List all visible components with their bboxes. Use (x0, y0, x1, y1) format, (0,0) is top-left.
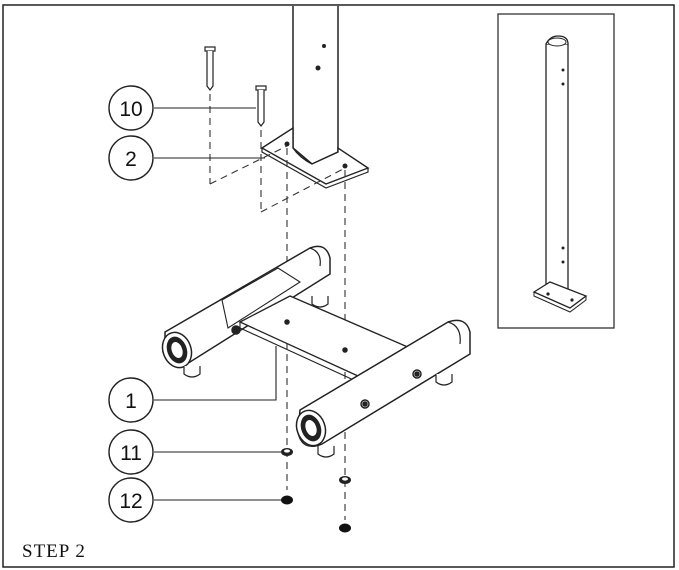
nut-12-left (281, 495, 293, 505)
washer-11-right (339, 476, 351, 484)
callout-part-11: 11 (108, 429, 154, 475)
callout-part-2: 2 (108, 135, 154, 181)
callout-part-12: 12 (108, 477, 154, 523)
callout-number: 10 (119, 98, 142, 121)
bolt-10-right (255, 85, 267, 127)
leader-lines (154, 107, 281, 501)
diagram-frame (2, 4, 675, 568)
step-label: STEP 2 (22, 541, 86, 562)
callout-number: 1 (125, 390, 137, 413)
callout-part-1: 1 (108, 377, 154, 423)
callout-number: 2 (125, 148, 137, 171)
callout-number: 11 (120, 442, 142, 465)
callout-part-10: 10 (108, 85, 154, 131)
bolt-10-left (204, 46, 216, 91)
upright-post (260, 6, 370, 189)
inset-upright-post-view (497, 13, 615, 329)
nut-12-right (339, 523, 351, 533)
base-frame (161, 245, 471, 458)
washer-11-left (281, 448, 293, 456)
alignment-dashes (209, 94, 346, 520)
callout-number: 12 (119, 490, 142, 513)
